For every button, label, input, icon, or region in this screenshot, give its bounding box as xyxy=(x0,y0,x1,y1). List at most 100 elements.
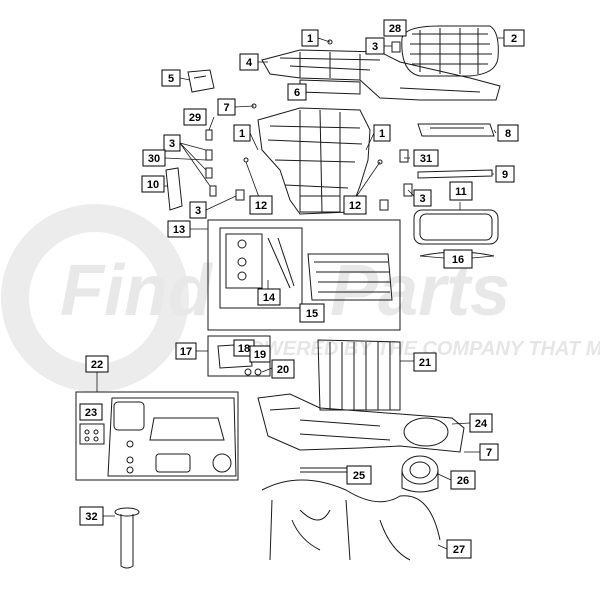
callout-11-label: 11 xyxy=(455,186,467,198)
callout-19-label: 19 xyxy=(254,349,266,361)
part-main-housing xyxy=(257,107,371,215)
callout-16-label: 16 xyxy=(452,254,464,266)
callout-30: 30 xyxy=(142,149,166,167)
watermark-tagline: POWERED BY THE COMPANY THAT MOVES xyxy=(235,338,600,360)
callout-29: 29 xyxy=(183,108,207,126)
callout-20-label: 20 xyxy=(277,364,289,376)
part-evaporator xyxy=(317,339,401,411)
callout-9: 9 xyxy=(495,165,515,183)
callout-1a: 1 xyxy=(301,29,319,47)
part-26-blower-motor xyxy=(401,455,439,493)
callout-3b: 3 xyxy=(163,134,181,152)
watermark: Find Parts POWERED BY THE COMPANY THAT M… xyxy=(1,204,600,392)
part-8 xyxy=(417,123,495,137)
callout-1b-label: 1 xyxy=(239,128,245,140)
callout-12a-label: 12 xyxy=(255,200,267,212)
callout-15-label: 15 xyxy=(306,308,318,320)
callout-14-label: 14 xyxy=(263,292,276,304)
callout-1a-label: 1 xyxy=(307,33,313,45)
callout-4-label: 4 xyxy=(246,57,253,69)
box-22 xyxy=(75,391,239,481)
callout-18-label: 18 xyxy=(238,343,250,355)
callout-12b: 12 xyxy=(343,195,367,215)
callout-25: 25 xyxy=(346,465,372,485)
part-27-wiring-harness xyxy=(261,479,441,561)
watermark-ring xyxy=(1,204,189,392)
callout-7b-label: 7 xyxy=(486,447,492,459)
part-lower-housing xyxy=(257,393,465,453)
callout-5-label: 5 xyxy=(168,73,174,85)
callout-21: 21 xyxy=(413,352,437,372)
callout-8-label: 8 xyxy=(505,128,511,140)
callout-17-label: 17 xyxy=(180,346,192,358)
callout-11: 11 xyxy=(449,181,473,201)
part-intake-duct xyxy=(401,25,499,77)
part-control-panel xyxy=(107,397,237,477)
watermark-brand-b: Parts xyxy=(330,251,510,331)
callout-13-label: 13 xyxy=(173,224,185,236)
callout-3a-label: 3 xyxy=(372,41,378,53)
callout-27-label: 27 xyxy=(453,544,465,556)
callout-12b-label: 12 xyxy=(349,200,361,212)
callout-24-label: 24 xyxy=(475,418,488,430)
callout-3d: 3 xyxy=(189,201,207,219)
callout-28-label: 28 xyxy=(389,23,401,35)
callout-1b: 1 xyxy=(233,124,251,142)
part-6 xyxy=(299,79,361,95)
callout-26: 26 xyxy=(450,470,476,490)
callout-24: 24 xyxy=(469,413,493,433)
callout-10-label: 10 xyxy=(147,179,159,191)
callout-2-label: 2 xyxy=(511,33,517,45)
callout-14: 14 xyxy=(257,288,281,306)
part-9-strip xyxy=(417,169,493,179)
callout-32-label: 32 xyxy=(85,511,97,523)
callout-3c-label: 3 xyxy=(419,193,425,205)
box-seal-kit xyxy=(225,233,263,289)
box-knob-kit xyxy=(79,423,105,445)
callout-26-label: 26 xyxy=(457,475,469,487)
callout-7a: 7 xyxy=(217,98,236,116)
callout-6-label: 6 xyxy=(294,87,300,99)
box-14 xyxy=(219,227,303,309)
callout-21-label: 21 xyxy=(419,357,431,369)
callout-12a: 12 xyxy=(249,195,273,215)
callout-7b: 7 xyxy=(479,443,499,461)
callout-25-label: 25 xyxy=(353,470,365,482)
callout-22-label: 22 xyxy=(91,359,103,371)
part-5-bracket xyxy=(187,69,215,93)
callout-29-label: 29 xyxy=(189,112,201,124)
callout-17: 17 xyxy=(175,342,197,360)
callout-10: 10 xyxy=(141,175,165,193)
part-28-clip xyxy=(391,41,401,53)
callout-31: 31 xyxy=(413,149,439,167)
callout-28: 28 xyxy=(383,19,407,37)
callout-3a: 3 xyxy=(365,37,385,55)
part-heater-core xyxy=(307,253,393,301)
callout-19: 19 xyxy=(249,345,271,363)
watermark-brand-a: Find xyxy=(60,251,214,331)
callout-3c: 3 xyxy=(413,189,432,207)
callout-3b-label: 3 xyxy=(169,138,175,150)
callout-1c-label: 1 xyxy=(379,128,385,140)
box-13 xyxy=(207,219,401,331)
part-11-filter-frame xyxy=(413,209,499,245)
callout-30-label: 30 xyxy=(148,153,160,165)
callout-16: 16 xyxy=(443,249,473,269)
callout-9-label: 9 xyxy=(502,169,508,181)
callout-7a-label: 7 xyxy=(223,102,229,114)
callout-18: 18 xyxy=(233,339,255,357)
callout-8: 8 xyxy=(497,124,519,142)
callout-1c: 1 xyxy=(373,124,391,142)
callout-4: 4 xyxy=(239,53,259,71)
heater-tubes xyxy=(267,237,295,289)
callout-23-label: 23 xyxy=(85,407,97,419)
part-10-bracket xyxy=(165,167,183,211)
callout-13: 13 xyxy=(167,220,191,238)
callout-5: 5 xyxy=(161,69,181,87)
callout-2: 2 xyxy=(503,29,525,47)
leader-lines xyxy=(96,37,504,550)
callout-20: 20 xyxy=(271,359,295,379)
callout-22: 22 xyxy=(85,355,109,373)
